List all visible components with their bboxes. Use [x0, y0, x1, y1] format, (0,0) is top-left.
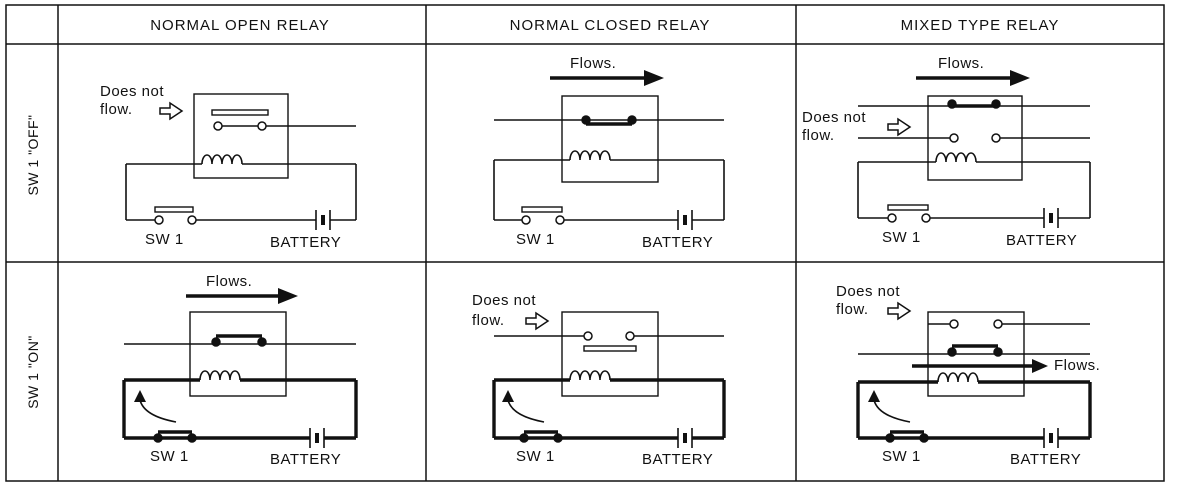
- battery-icon: [1042, 206, 1060, 230]
- coil-icon: [201, 154, 243, 165]
- contact-bar: [211, 109, 269, 116]
- panel-on-mixed: Does not flow. Flows. SW 1 BATTERY: [836, 283, 1100, 468]
- relay-box: [193, 93, 289, 179]
- battery-icon: [676, 208, 694, 232]
- coil-icon: [199, 370, 241, 381]
- flows-label: Flows.: [1054, 357, 1100, 374]
- coil-icon: [569, 150, 611, 161]
- does-not-flow-label-2: flow.: [472, 312, 505, 329]
- row-label-on: SW 1 "ON": [25, 335, 41, 409]
- hollow-arrow-icon: [525, 312, 549, 330]
- header-mixed-type: MIXED TYPE RELAY: [901, 17, 1060, 34]
- battery-label: BATTERY: [270, 234, 341, 251]
- sw1-label: SW 1: [145, 231, 184, 248]
- flows-label: Flows.: [206, 273, 252, 290]
- battery-label: BATTERY: [1010, 451, 1081, 468]
- does-not-flow-label-2: flow.: [802, 127, 835, 144]
- table-grid: [5, 4, 1165, 482]
- sw1-label: SW 1: [882, 448, 921, 465]
- relay-box: [189, 311, 287, 397]
- flow-arrow-icon: [1010, 70, 1030, 86]
- flow-arrow-icon: [278, 288, 298, 304]
- hollow-arrow-icon: [887, 118, 911, 136]
- panel-on-normal-open: Flows. SW 1 BATTERY: [122, 273, 358, 468]
- sw1-label: SW 1: [516, 448, 555, 465]
- does-not-flow-label: Does not: [100, 83, 164, 100]
- flow-arrow-icon: [644, 70, 664, 86]
- sw1-label: SW 1: [516, 231, 555, 248]
- panel-off-normal-open: Does not flow. SW 1 BATTERY: [100, 83, 357, 251]
- battery-label: BATTERY: [642, 234, 713, 251]
- row-label-off: SW 1 "OFF": [25, 114, 41, 195]
- does-not-flow-label-2: flow.: [836, 301, 869, 318]
- coil-icon: [937, 372, 979, 383]
- does-not-flow-label-2: flow.: [100, 101, 133, 118]
- battery-label: BATTERY: [270, 451, 341, 468]
- relay-box: [561, 95, 659, 183]
- flow-arrow-icon: [1032, 359, 1048, 373]
- flows-label: Flows.: [938, 55, 984, 72]
- hollow-arrow-icon: [159, 102, 183, 120]
- battery-label: BATTERY: [1006, 232, 1077, 249]
- coil-icon: [569, 370, 611, 381]
- battery-icon: [308, 426, 326, 450]
- panel-off-normal-closed: Flows. SW 1 BATTERY: [493, 55, 725, 251]
- battery-icon: [1042, 426, 1060, 450]
- header-normal-closed: NORMAL CLOSED RELAY: [510, 17, 711, 34]
- battery-label: BATTERY: [642, 451, 713, 468]
- battery-icon: [676, 426, 694, 450]
- does-not-flow-label: Does not: [472, 292, 536, 309]
- panel-off-mixed: Flows. Does not flow. SW 1 BATTERY: [802, 55, 1091, 249]
- contact-bar: [583, 345, 637, 352]
- relay-box: [561, 311, 659, 397]
- coil-icon: [935, 152, 977, 163]
- sw1-label: SW 1: [882, 229, 921, 246]
- current-arrow-icon: [868, 390, 880, 402]
- panel-on-normal-closed: Does not flow. SW 1 BATTERY: [472, 292, 726, 468]
- current-arrow-icon: [502, 390, 514, 402]
- header-normal-open: NORMAL OPEN RELAY: [150, 17, 330, 34]
- does-not-flow-label: Does not: [836, 283, 900, 300]
- battery-icon: [314, 208, 332, 232]
- does-not-flow-label: Does not: [802, 109, 866, 126]
- hollow-arrow-icon: [887, 302, 911, 320]
- current-arrow-icon: [134, 390, 146, 402]
- flows-label: Flows.: [570, 55, 616, 72]
- sw1-label: SW 1: [150, 448, 189, 465]
